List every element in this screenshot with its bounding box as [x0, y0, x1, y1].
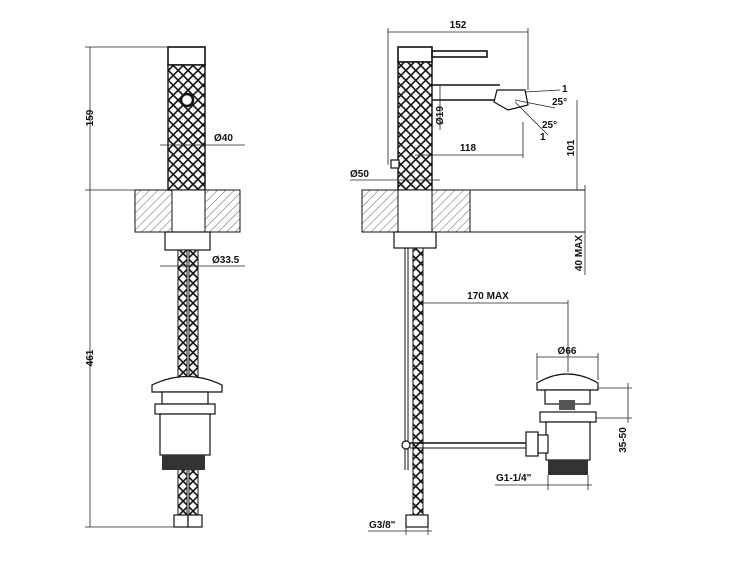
dim-base-diameter: Ø50 [350, 169, 369, 180]
dim-overall-length: 152 [450, 20, 467, 31]
dim-waste-diameter: Ø66 [558, 346, 577, 357]
faucet-body-side [397, 61, 433, 191]
pop-up-waste-front [151, 376, 223, 470]
dim-spout-height: 101 [566, 139, 577, 156]
dim-nozzle-tilt-2: 1 [540, 132, 546, 143]
dim-nozzle-angle-1: 25° [552, 97, 567, 108]
dim-height-top: 159 [85, 109, 96, 126]
dim-nozzle-tilt-1: 1 [562, 84, 568, 95]
handle-hole [179, 92, 195, 108]
dim-waste-distance: 170 MAX [467, 291, 509, 302]
dim-waste-thread: G1-1/4" [496, 473, 532, 484]
nozzle [493, 89, 529, 111]
dim-waste-range: 35-50 [618, 427, 629, 453]
faucet-body [167, 64, 206, 191]
lever [431, 50, 488, 58]
dim-hose-thread: G3/8" [369, 520, 396, 531]
dim-nozzle-angle-2: 25° [542, 120, 557, 131]
side-view: 152 1 25° 25° 1 Ø19 118 101 Ø50 40 MAX 1… [350, 20, 632, 535]
dim-hose-diameter: Ø33.5 [212, 255, 240, 266]
dim-body-diameter: Ø40 [214, 133, 233, 144]
dim-height-bottom: 461 [85, 349, 96, 366]
dim-spout-reach: 118 [460, 143, 477, 154]
pop-up-waste-side [525, 373, 599, 475]
dim-spout-diameter: Ø19 [435, 106, 446, 125]
mounting-nut [164, 231, 211, 251]
front-view: 159 461 Ø40 Ø33.5 [85, 46, 245, 528]
dim-counter-thickness: 40 MAX [574, 235, 585, 271]
lever-cap [167, 46, 206, 66]
